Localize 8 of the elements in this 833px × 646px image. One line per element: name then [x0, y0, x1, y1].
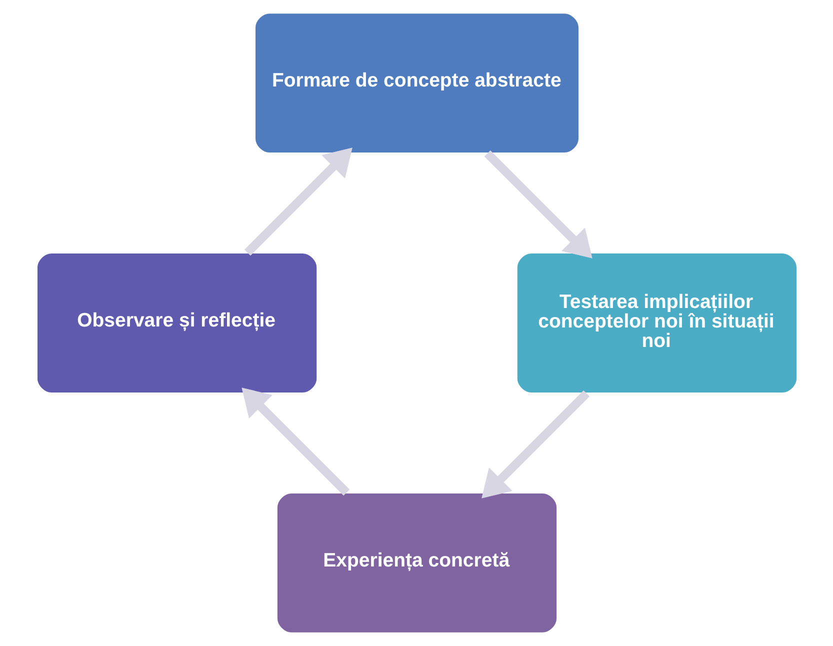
node-box: Observare și reflecție [36, 252, 318, 394]
arrow [484, 150, 592, 258]
node-box: Formare de concepte abstracte [254, 12, 580, 154]
arrow [481, 390, 590, 498]
node-box: Experiența concretă [276, 492, 558, 634]
node-box: Testarea implicațiilor conceptelor noi în situații noi [516, 252, 798, 394]
arrow [244, 148, 352, 256]
arrow [241, 388, 350, 496]
